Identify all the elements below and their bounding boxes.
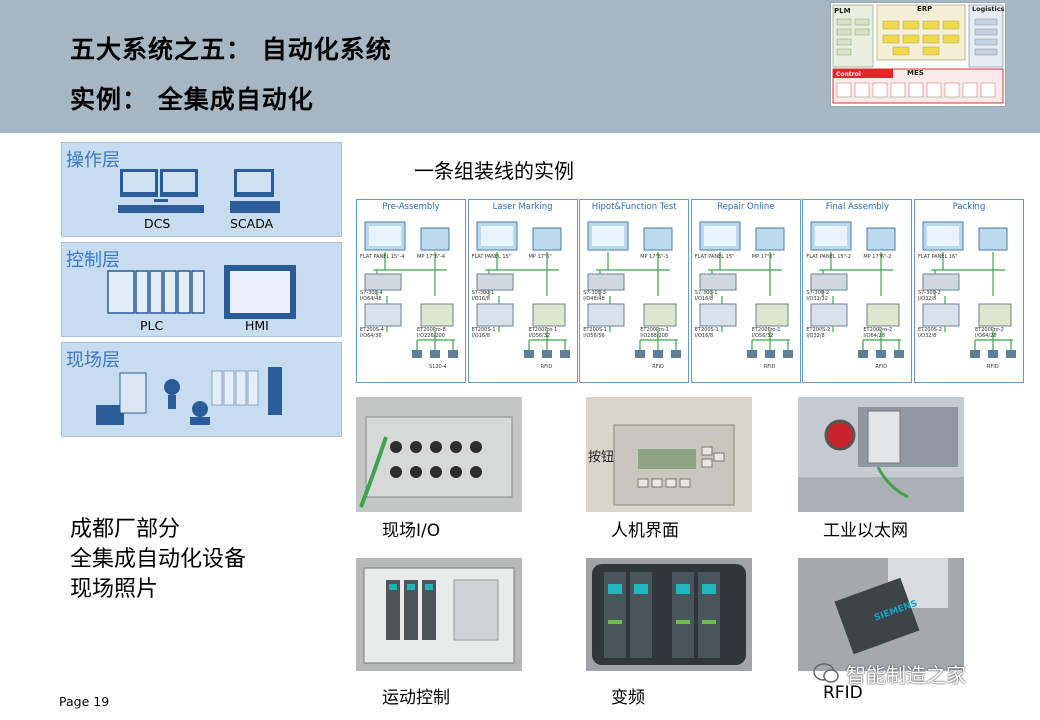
plc-hmi-icon [107, 265, 296, 319]
station-label: ET200Pro-1 I/O288/208 [640, 327, 669, 339]
thumb-logistics: Logistics [972, 5, 1005, 13]
station-label: MP 17"6"-2 [863, 254, 892, 260]
page-number: Page 19 [59, 694, 110, 709]
watermark-text: 智能制造之家 [846, 663, 966, 687]
station-label: ET200S-1 I/O16/8 [694, 327, 719, 339]
station-label: S120-4 [429, 364, 447, 370]
device-plc: PLC [140, 318, 164, 333]
header-band: 五大系统之五： 自动化系统 实例： 全集成自动化 [0, 0, 1040, 133]
station-title: Pre-Assembly [382, 202, 440, 212]
station-label: ET200Pro-2 I/O64/28 [975, 327, 1004, 339]
station-title: Laser Marking [492, 202, 553, 212]
assembly-line-title: 一条组装线的实例 [414, 159, 574, 183]
station-label: S7-300-3 I/O48/48 [583, 290, 606, 302]
station-network-graphic [364, 221, 458, 358]
thumb-control: Control [836, 71, 861, 78]
thumb-mes: MES [907, 69, 924, 77]
station-network-graphic [476, 221, 570, 358]
field-devices-icon [96, 367, 282, 425]
station-label: ET200S-2 I/O32/8 [806, 327, 831, 339]
plant-note: 成都厂部分 全集成自动化设备 现场照片 [70, 515, 246, 605]
station-label: FLAT PANEL 15"-2 [806, 254, 851, 260]
station-label: S7-300-4 I/O64/48 [360, 290, 383, 302]
layer-title: 操作层 [66, 150, 120, 171]
layer-operation: 操作层 DCS SCADA [61, 142, 342, 237]
photo-inverter [586, 558, 752, 671]
station-label: MP 17"6" [528, 254, 552, 260]
photo-hmi: 按钮 [586, 397, 752, 512]
station-label: FLAT PANEL 15"-4 [360, 254, 405, 260]
station-label: ET200Pro-1 I/O56/32 [528, 327, 558, 339]
station-label: S7-300-2 I/O32/8 [918, 290, 941, 302]
thumb-erp: ERP [917, 5, 932, 13]
photo-rfid: SIEMENS [798, 558, 964, 671]
station-label: RFID [652, 364, 664, 370]
station-title: Packing [952, 202, 986, 212]
caption-field-io: 现场I/O [382, 521, 441, 541]
layer-field: 现场层 [61, 342, 342, 437]
station-label: MP 17"6" [751, 254, 775, 260]
station-label: FLAT PANEL 15" [694, 254, 735, 260]
workstation-icon [118, 169, 280, 213]
caption-inverter: 变频 [611, 688, 645, 708]
station-label: RFID [987, 364, 999, 370]
caption-motion-control: 运动控制 [382, 688, 450, 708]
station-label: FLAT PANEL 15" [471, 254, 512, 260]
station-label: RFID [763, 364, 776, 370]
device-dcs: DCS [144, 216, 171, 231]
slide-title: 五大系统之五： 自动化系统 [70, 35, 392, 64]
caption-hmi: 人机界面 [611, 521, 679, 541]
plant-note-line: 全集成自动化设备 [70, 547, 247, 572]
station-label: RFID [875, 364, 888, 370]
photo-hmi-overlay: 按钮 [588, 450, 614, 465]
station-label: ET200S-4 I/O64/36 [360, 327, 384, 339]
layer-title: 控制层 [66, 250, 120, 271]
station-label: ET200Pro-2 I/O64/28 [863, 327, 893, 339]
station-label: MP 17"6"-3 [640, 254, 669, 260]
station-label: ET200Pro-8 I/O226/200 [417, 327, 446, 339]
photo-motion [356, 558, 522, 671]
station-title: Final Assembly [825, 202, 890, 212]
photo-ethernet [798, 397, 964, 512]
mes-architecture-thumbnail: PLM ERP Logistics MES Control [830, 2, 1006, 107]
station-label: ET200Pro-1 I/O56/32 [751, 327, 781, 339]
station-network-graphic [587, 221, 682, 358]
station-label: RFID [540, 364, 553, 370]
station-label: S7-300-2 I/O32/32 [806, 290, 830, 302]
station-label: S7-300-1 I/O16/8 [694, 290, 718, 302]
layer-title: 现场层 [66, 350, 120, 371]
thumb-plm: PLM [834, 7, 851, 15]
slide-subtitle: 实例： 全集成自动化 [70, 85, 314, 114]
station-label: MP 17"6"-4 [417, 254, 446, 260]
device-scada: SCADA [230, 216, 274, 231]
caption-ethernet: 工业以太网 [823, 521, 908, 541]
station-title: Hipot&Function Test [591, 202, 677, 212]
plant-note-line: 现场照片 [70, 577, 159, 602]
station-label: ET200S-1 I/O16/8 [471, 327, 496, 339]
plant-note-line: 成都厂部分 [70, 517, 181, 542]
station-network-graphic [810, 221, 905, 358]
layer-control: 控制层 PLC HMI [61, 242, 342, 337]
station-label: FLAT PANEL 16" [918, 254, 958, 260]
wechat-icon [813, 663, 839, 683]
station-title: Repair Online [717, 202, 775, 212]
caption-rfid: RFID [823, 683, 863, 703]
photo-field-io [356, 397, 522, 512]
station-network-graphic [699, 221, 793, 358]
station-network-graphic [922, 221, 1016, 358]
station-label: ET200S-1 I/O56/56 [583, 327, 608, 339]
device-hmi: HMI [245, 318, 269, 333]
station-label: S7-300-1 I/O16/8 [471, 290, 495, 302]
station-label: ET200S-2 I/O32/8 [918, 327, 942, 339]
